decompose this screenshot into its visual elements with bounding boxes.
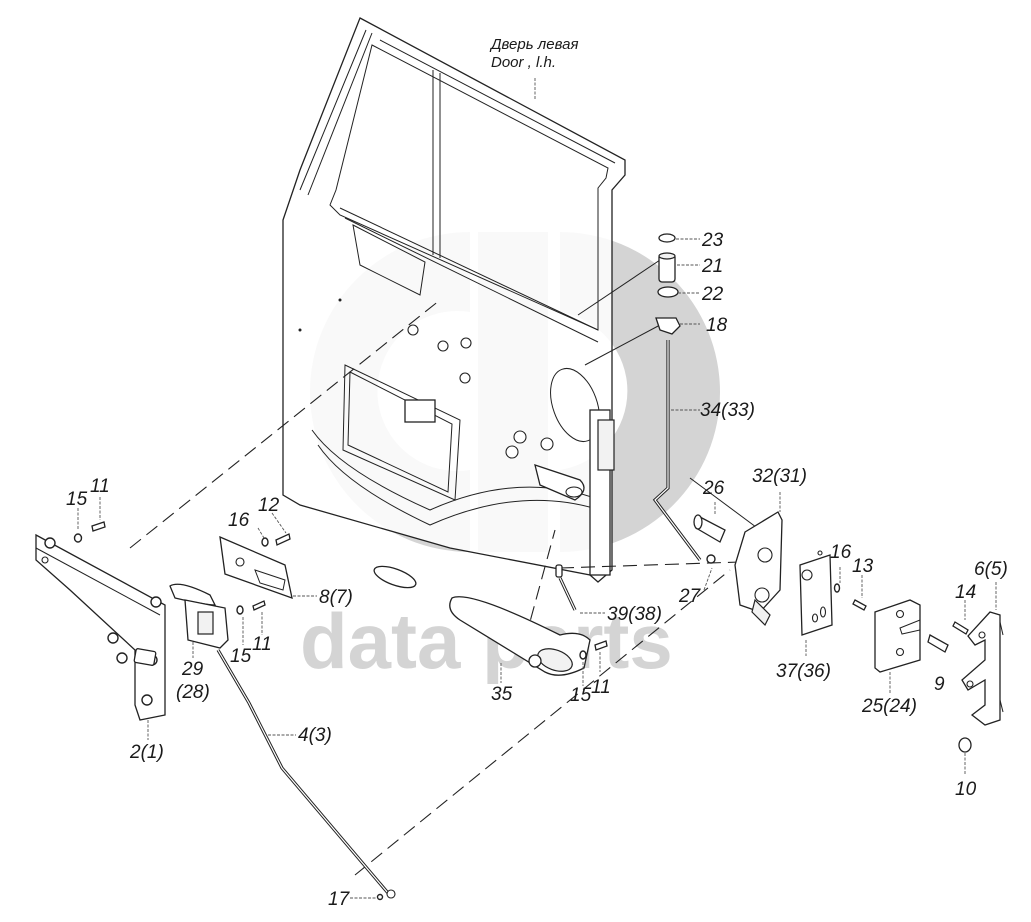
callout-11a: 11 — [90, 476, 110, 497]
part-11-screw-a — [91, 521, 106, 532]
part-17-clip — [376, 893, 384, 901]
part-15-washer-a — [73, 533, 83, 543]
callout-14: 14 — [955, 582, 976, 603]
callout-9: 9 — [934, 674, 945, 695]
part-39-rod — [555, 564, 577, 611]
callout-37-36: 37(36) — [776, 661, 831, 682]
part-8-plate — [219, 535, 293, 600]
part-29-inner-handle — [169, 583, 229, 649]
part-27-fitting — [706, 554, 716, 564]
part-9-bolt — [927, 634, 949, 653]
callout-22: 22 — [701, 284, 724, 305]
part-6-bracket — [961, 611, 1004, 726]
callout-10: 10 — [955, 779, 977, 800]
part-11-screw-b — [252, 600, 266, 611]
part-12-screw — [275, 533, 291, 546]
title-en: Door , l.h. — [491, 54, 556, 71]
callout-13: 13 — [852, 556, 874, 577]
part-14-screw — [952, 621, 969, 635]
callout-12: 12 — [258, 495, 280, 516]
part-13-screw — [852, 599, 867, 611]
part-16-washer-a — [261, 537, 269, 547]
part-21-knob — [658, 252, 676, 283]
part-2-bracket — [35, 533, 166, 721]
part-37-plate — [799, 550, 833, 636]
part-15-washer-b — [236, 605, 244, 615]
part-10-cap — [958, 737, 972, 753]
door-body — [282, 17, 626, 589]
part-22-escutcheon — [657, 286, 679, 298]
callout-18: 18 — [706, 315, 728, 336]
callout-15b: 15 — [230, 646, 252, 667]
part-16-washer-b — [833, 583, 841, 593]
callout-25-24: 25(24) — [861, 696, 917, 717]
callout-23: 23 — [701, 230, 724, 251]
part-32-lock — [734, 511, 783, 627]
callout-35: 35 — [491, 684, 513, 705]
callout-8-7: 8(7) — [319, 587, 353, 608]
part-23-cap — [658, 233, 676, 243]
part-15-washer-c — [579, 650, 587, 660]
callout-labels: 23 21 22 18 34(33) 26 32(31) 27 16 13 6(… — [66, 230, 1008, 910]
callout-32-31: 32(31) — [752, 466, 807, 487]
title-ru: Дверь левая — [489, 36, 578, 53]
part-25-striker — [874, 599, 921, 673]
callout-34-33: 34(33) — [700, 400, 755, 421]
callout-15c: 15 — [570, 685, 592, 706]
callout-15a: 15 — [66, 489, 88, 510]
part-11-screw-c — [594, 640, 608, 651]
callout-27: 27 — [678, 586, 702, 607]
part-34-rod — [652, 340, 702, 561]
callout-17: 17 — [328, 889, 351, 910]
part-18-clip — [655, 317, 681, 335]
leader-lines — [77, 238, 997, 899]
callout-11c: 11 — [591, 677, 611, 698]
callout-11b: 11 — [252, 634, 272, 655]
callout-39-38: 39(38) — [607, 604, 662, 625]
callout-29: 29 — [181, 659, 204, 680]
callout-6-5: 6(5) — [974, 559, 1008, 580]
callout-16b: 16 — [830, 542, 852, 563]
callout-16a: 16 — [228, 510, 250, 531]
callout-26: 26 — [702, 478, 725, 499]
callout-21: 21 — [701, 256, 723, 277]
callout-4-3: 4(3) — [298, 725, 332, 746]
part-26-pin — [693, 514, 726, 543]
part-4-rod — [216, 649, 396, 899]
callout-28: (28) — [176, 682, 210, 703]
part-35-handle — [449, 596, 591, 676]
callout-2-1: 2(1) — [129, 742, 164, 763]
